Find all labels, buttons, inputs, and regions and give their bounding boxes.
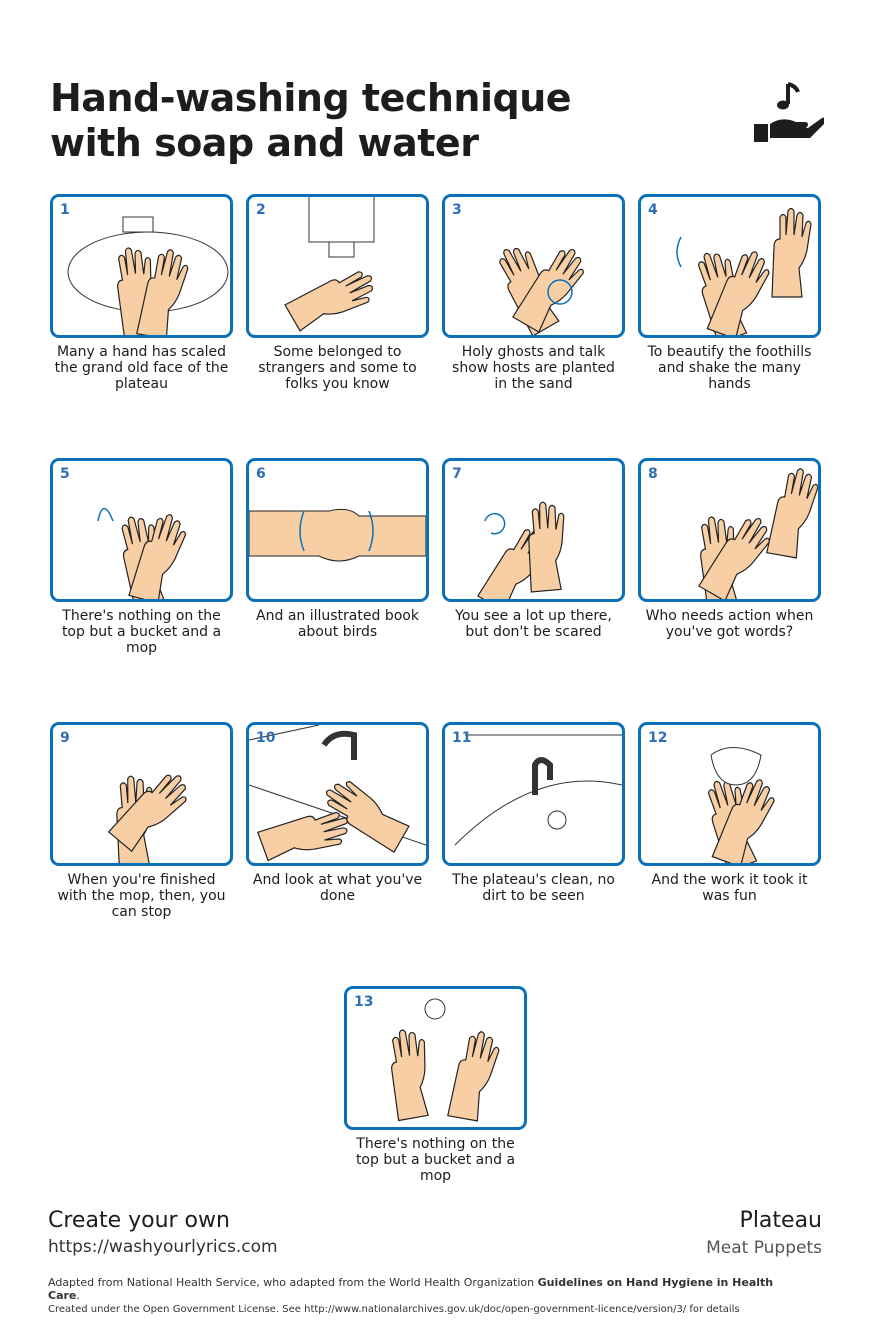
hand-washing-illustration-icon [107,774,187,863]
step-caption: You see a lot up there, but don't be sca… [455,608,612,640]
hand-washing-illustration-icon [249,508,426,562]
step-1: 1 Many a hand has scaled the grand old f… [50,194,233,392]
step-number: 3 [452,202,462,218]
hand-washing-illustration-icon [391,998,500,1122]
step-number: 13 [354,994,374,1010]
step-illustration: 7 [442,458,625,602]
title-line-2: with soap and water [50,121,479,165]
step-illustration: 12 [638,722,821,866]
step-illustration: 13 [344,986,527,1130]
attribution-text: Adapted from National Health Service, wh… [48,1276,538,1289]
step-13: 13 There's nothing on the top but a buck… [344,986,527,1184]
hand-washing-illustration-icon [477,501,565,599]
step-caption: And the work it took it was fun [651,872,808,904]
step-illustration: 11 [442,722,625,866]
step-number: 9 [60,730,70,746]
attribution-end: . [76,1289,80,1302]
hand-washing-illustration-icon [676,207,812,335]
step-10: 10 And look at what you've done [246,722,429,904]
step-caption: To beautify the foothills and shake the … [647,344,812,392]
hand-washing-illustration-icon [97,507,187,599]
step-illustration: 2 [246,194,429,338]
step-illustration: 10 [246,722,429,866]
step-illustration: 4 [638,194,821,338]
step-7: 7 You see a lot up there, but don't be s… [442,458,625,640]
step-number: 2 [256,202,266,218]
hand-music-note-icon [754,82,824,142]
step-3: 3 Holy ghosts and talk show hosts are pl… [442,194,625,392]
step-number: 8 [648,466,658,482]
title-line-1: Hand-washing technique [50,76,572,120]
step-5: 5 There's nothing on the top but a bucke… [50,458,233,656]
step-number: 7 [452,466,462,482]
step-illustration: 1 [50,194,233,338]
step-2: 2 Some belonged to strangers and some to… [246,194,429,392]
step-6: 6 And an illustrated book about birds [246,458,429,640]
step-11: 11 The plateau's clean, no dirt to be se… [442,722,625,904]
step-caption: Some belonged to strangers and some to f… [258,344,417,392]
artist-name: Meat Puppets [706,1238,822,1258]
step-9: 9 When you're finished with the mop, the… [50,722,233,920]
step-illustration: 8 [638,458,821,602]
hand-washing-illustration-icon [284,197,375,332]
step-illustration: 5 [50,458,233,602]
step-caption: The plateau's clean, no dirt to be seen [452,872,615,904]
hand-washing-illustration-icon [698,468,818,599]
step-8: 8 Who needs action when you've got words… [638,458,821,640]
guidelines-title: Guidelines on Hand Hygiene in Health Car… [48,1276,774,1302]
step-caption: There's nothing on the top but a bucket … [61,608,222,656]
hand-washing-illustration-icon [67,216,229,335]
step-illustration: 6 [246,458,429,602]
hand-washing-illustration-icon [249,725,426,862]
step-caption: There's nothing on the top but a bucket … [355,1136,516,1184]
step-number: 1 [60,202,70,218]
step-illustration: 9 [50,722,233,866]
step-number: 5 [60,466,70,482]
hand-washing-illustration-icon [499,247,584,335]
step-number: 10 [256,730,276,746]
license-text: Created under the Open Government Licens… [48,1304,740,1315]
hand-washing-illustration-icon [707,747,775,863]
create-your-own-heading: Create your own [48,1208,230,1233]
hand-washing-illustration-icon [454,734,622,846]
step-illustration: 3 [442,194,625,338]
step-number: 6 [256,466,266,482]
step-caption: When you're finished with the mop, then,… [57,872,226,920]
step-caption: Holy ghosts and talk show hosts are plan… [452,344,615,392]
step-number: 4 [648,202,658,218]
step-caption: Who needs action when you've got words? [645,608,814,640]
site-link[interactable]: https://washyourlyrics.com [48,1237,278,1257]
step-caption: And an illustrated book about birds [256,608,419,640]
song-title: Plateau [739,1208,822,1233]
step-12: 12 And the work it took it was fun [638,722,821,904]
step-4: 4 To beautify the foothills and shake th… [638,194,821,392]
step-number: 12 [648,730,668,746]
step-caption: And look at what you've done [252,872,423,904]
step-caption: Many a hand has scaled the grand old fac… [54,344,229,392]
step-number: 11 [452,730,472,746]
attribution: Adapted from National Health Service, wh… [48,1276,808,1302]
